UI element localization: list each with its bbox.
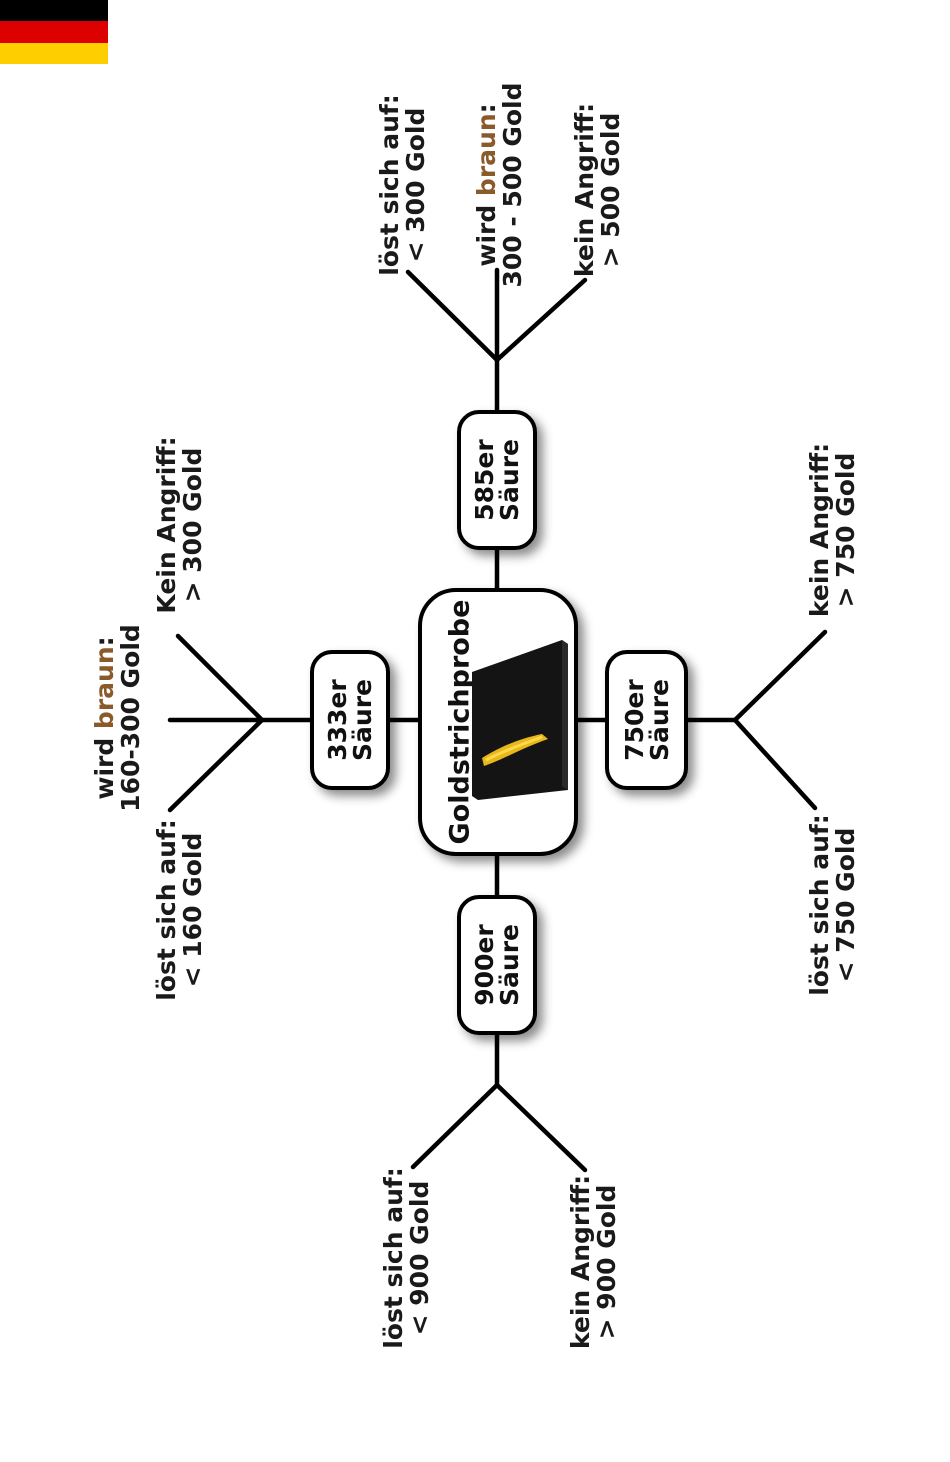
acid-750-box: 750er Säure <box>605 650 688 790</box>
acid-333-line1: 333er <box>323 679 352 761</box>
acid-900-box: 900er Säure <box>457 895 537 1035</box>
label-line2: < 900 Gold <box>405 1180 434 1336</box>
acid-333-line2: Säure <box>348 679 377 761</box>
label-line2: < 160 Gold <box>178 832 207 988</box>
label-line1: löst sich auf: <box>375 94 404 276</box>
label-line1: löst sich auf: <box>152 819 181 1001</box>
center-title: Goldstrichprobe <box>444 599 476 845</box>
label-line2: > 750 Gold <box>831 452 860 608</box>
label-line2: > 900 Gold <box>592 1184 621 1340</box>
german-flag-icon <box>0 0 108 64</box>
label-line1: wird braun: <box>90 636 119 800</box>
acid-585-box: 585er Säure <box>457 410 537 550</box>
acid-900-line1: 900er <box>470 924 499 1006</box>
label-line2: 160-300 Gold <box>116 624 145 812</box>
acid-750-line2: Säure <box>644 679 674 761</box>
acid-900-line2: Säure <box>495 924 524 1006</box>
acid-585-line1: 585er <box>470 439 499 521</box>
label-line1: kein Angriff: <box>566 1174 595 1350</box>
label-line2: > 500 Gold <box>596 112 625 268</box>
label-line1: löst sich auf: <box>805 814 834 996</box>
label-line2: < 300 Gold <box>401 107 430 263</box>
acid-585-line2: Säure <box>495 439 524 521</box>
label-line1: Kein Angriff: <box>152 436 181 614</box>
label-line1: wird braun: <box>472 103 501 267</box>
acid-750-line1: 750er <box>619 679 649 761</box>
label-line1: kein Angriff: <box>805 442 834 618</box>
touchstone-icon <box>472 640 568 800</box>
label-line1: löst sich auf: <box>379 1167 408 1349</box>
label-line2: 300 - 500 Gold <box>498 82 527 288</box>
acid-333-box: 333er Säure <box>310 650 390 790</box>
label-line1: kein Angriff: <box>570 102 599 278</box>
label-line2: < 750 Gold <box>831 827 860 983</box>
label-line2: > 300 Gold <box>178 447 207 603</box>
